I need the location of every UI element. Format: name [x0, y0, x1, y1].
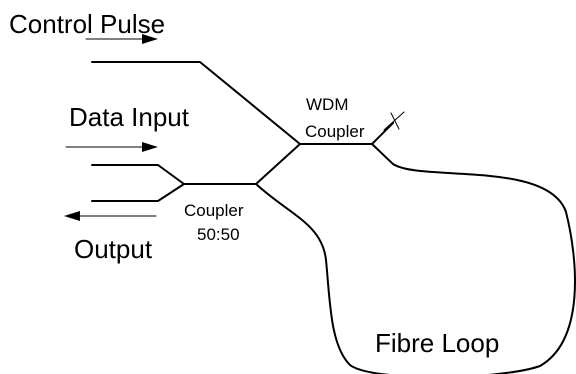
wdm-coupler-label-line1: WDM [306, 95, 349, 114]
data-input-arrowhead [142, 142, 158, 152]
output-label: Output [74, 234, 153, 264]
coupler-label-line2: 50:50 [197, 225, 240, 244]
fibre-loop-label: Fibre Loop [375, 328, 500, 358]
output-arrowhead [64, 211, 80, 221]
coupler-label-line1: Coupler [184, 201, 244, 220]
control-pulse-arrowhead [142, 34, 158, 44]
coupler-lower-fibre [91, 183, 185, 202]
control-pulse-label: Control Pulse [9, 9, 166, 39]
control-fibre [91, 61, 301, 145]
coupler-to-wdm-fibre [255, 143, 373, 185]
fibre-termination-mark-cross [390, 112, 400, 130]
data-input-label: Data Input [69, 102, 189, 132]
wdm-stub-fibre [371, 122, 394, 145]
fibre-termination-mark [383, 111, 405, 131]
coupler-upper-fibre [91, 164, 257, 185]
wdm-coupler-label-line2: Coupler [305, 122, 365, 141]
